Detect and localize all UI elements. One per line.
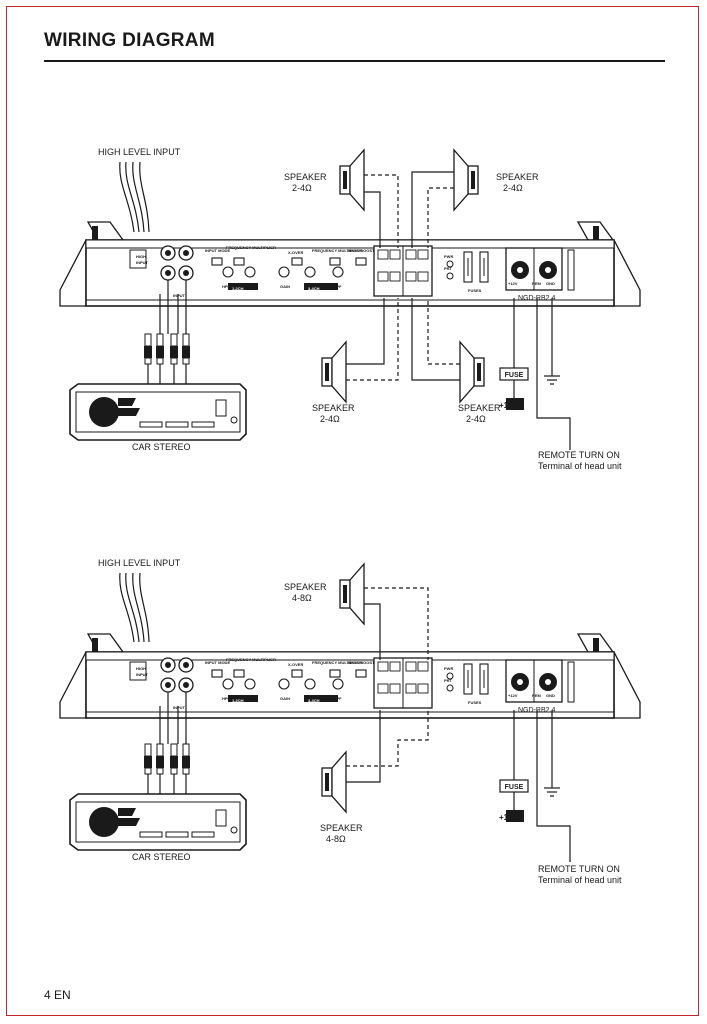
battery-icon <box>506 810 524 822</box>
svg-text:FREQUENCY MULTIPLIER: FREQUENCY MULTIPLIER <box>226 245 276 250</box>
svg-text:BASS BOOST: BASS BOOST <box>348 660 375 665</box>
speaker-label: SPEAKER <box>496 172 539 182</box>
svg-text:FREQUENCY MULTIPLIER: FREQUENCY MULTIPLIER <box>312 248 362 253</box>
page-frame <box>6 6 699 1016</box>
svg-text:PRT: PRT <box>444 266 453 271</box>
car-stereo-1 <box>69 383 247 441</box>
svg-text:FUSES: FUSES <box>468 288 482 293</box>
speaker-icon <box>459 341 485 403</box>
svg-text:INPUT: INPUT <box>136 672 149 677</box>
speaker-impedance: 4-8Ω <box>292 593 312 603</box>
remote-turn-on-label: REMOTE TURN ON <box>538 864 620 874</box>
svg-text:X-OVER: X-OVER <box>288 250 303 255</box>
speaker-label: SPEAKER <box>284 172 327 182</box>
svg-text:LPF: LPF <box>334 284 342 289</box>
svg-text:HIGH: HIGH <box>136 666 146 671</box>
svg-text:FREQUENCY MULTIPLIER: FREQUENCY MULTIPLIER <box>226 657 276 662</box>
car-stereo-2 <box>69 793 247 851</box>
speaker-icon <box>339 149 365 211</box>
svg-text:PWR: PWR <box>444 254 453 259</box>
high-level-input-label: HIGH LEVEL INPUT <box>98 147 181 157</box>
svg-text:HPF: HPF <box>308 284 317 289</box>
speaker-impedance: 2-4Ω <box>320 414 340 424</box>
svg-text:HPF: HPF <box>308 696 317 701</box>
svg-text:HPF: HPF <box>222 696 231 701</box>
car-stereo-label: CAR STEREO <box>132 852 191 862</box>
svg-text:INPUT MODE: INPUT MODE <box>205 660 230 665</box>
high-level-input-label: HIGH LEVEL INPUT <box>98 558 181 568</box>
speaker-label: SPEAKER <box>284 582 327 592</box>
page-title: WIRING DIAGRAM <box>44 30 215 51</box>
svg-text:+12V: +12V <box>508 281 518 286</box>
svg-text:HIGH: HIGH <box>136 254 146 259</box>
speaker-label: SPEAKER <box>320 823 363 833</box>
svg-text:PRT: PRT <box>444 678 453 683</box>
svg-text:PWR: PWR <box>444 666 453 671</box>
battery-label: +12V <box>499 401 519 410</box>
svg-text:X-OVER: X-OVER <box>288 662 303 667</box>
svg-text:1-2CH: 1-2CH <box>232 698 244 703</box>
remote-turn-on-label: REMOTE TURN ON <box>538 450 620 460</box>
speaker-icon <box>321 751 347 813</box>
svg-text:GAIN: GAIN <box>248 696 258 701</box>
diagram-2: HIGH LEVEL INPUT HIGH INPUT INPUT INPUT … <box>59 558 641 885</box>
fuse-label: FUSE <box>505 372 524 379</box>
speaker-impedance: 2-4Ω <box>503 183 523 193</box>
svg-text:FREQUENCY MULTIPLIER: FREQUENCY MULTIPLIER <box>312 660 362 665</box>
svg-text:GAIN: GAIN <box>280 696 290 701</box>
speaker-label: SPEAKER <box>312 403 355 413</box>
car-stereo-label: CAR STEREO <box>132 442 191 452</box>
battery-label: +12V <box>499 813 519 822</box>
svg-text:FUSES: FUSES <box>468 700 482 705</box>
svg-text:+12V: +12V <box>508 693 518 698</box>
speaker-impedance: 2-4Ω <box>466 414 486 424</box>
svg-text:GND: GND <box>546 693 555 698</box>
svg-text:BASS BOOST: BASS BOOST <box>348 248 375 253</box>
svg-text:LPF: LPF <box>334 696 342 701</box>
svg-text:3-4CH: 3-4CH <box>308 286 320 291</box>
svg-text:INPUT: INPUT <box>173 293 186 298</box>
speaker-impedance: 4-8Ω <box>326 834 346 844</box>
svg-text:REM: REM <box>532 281 542 286</box>
fuse-label: FUSE <box>505 784 524 791</box>
speaker-label: SPEAKER <box>458 403 501 413</box>
fuse-icon <box>499 779 529 793</box>
speaker-icon <box>321 341 347 403</box>
svg-text:INPUT: INPUT <box>173 705 186 710</box>
page-number: 4 EN <box>44 988 71 1002</box>
svg-text:3-4CH: 3-4CH <box>308 698 320 703</box>
speaker-icon <box>453 149 479 211</box>
remote-terminal-label: Terminal of head unit <box>538 461 622 471</box>
speaker-icon <box>339 563 365 625</box>
svg-text:HPF: HPF <box>222 284 231 289</box>
diagram-1: HIGH LEVEL INPUT HIGH INPUT INPUT INPUT … <box>59 147 641 471</box>
speaker-impedance: 2-4Ω <box>292 183 312 193</box>
remote-terminal-label: Terminal of head unit <box>538 875 622 885</box>
svg-text:GAIN: GAIN <box>248 284 258 289</box>
fuse-icon <box>499 367 529 381</box>
svg-text:1-2CH: 1-2CH <box>232 286 244 291</box>
title-rule <box>44 60 665 62</box>
svg-text:INPUT MODE: INPUT MODE <box>205 248 230 253</box>
svg-text:GAIN: GAIN <box>280 284 290 289</box>
battery-icon <box>506 398 524 410</box>
svg-text:REM: REM <box>532 693 542 698</box>
svg-text:INPUT: INPUT <box>136 260 149 265</box>
svg-text:GND: GND <box>546 281 555 286</box>
